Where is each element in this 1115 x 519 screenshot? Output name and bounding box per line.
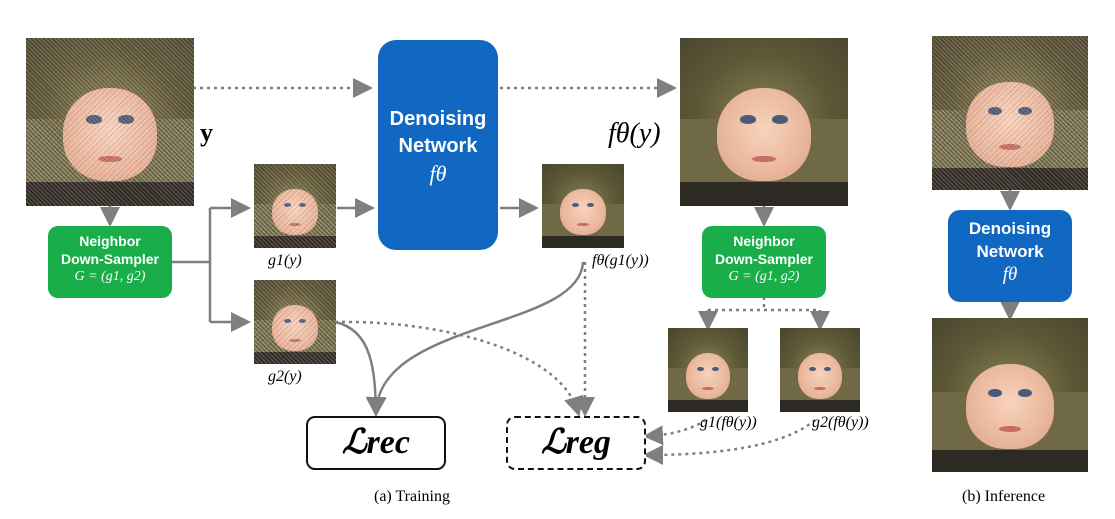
sub-image-g1-y bbox=[254, 164, 336, 248]
sub-image-g2-f-y bbox=[780, 328, 860, 412]
inference-network-box: Denoising Network fθ bbox=[948, 210, 1072, 302]
arrow-fg1-to-rec bbox=[366, 261, 585, 417]
sub-image-g2-y bbox=[254, 280, 336, 364]
caption-training: (a) Training bbox=[374, 488, 450, 505]
noisy-input-image bbox=[26, 38, 194, 206]
inference-network-line1: Denoising bbox=[968, 219, 1052, 238]
inference-network-line2: Network bbox=[976, 242, 1044, 261]
inference-output-image bbox=[932, 318, 1088, 472]
arrow-g2-to-rec bbox=[334, 320, 386, 417]
label-f-y: fθ(y) bbox=[608, 118, 661, 149]
label-g1-y: g1(y) bbox=[268, 252, 302, 269]
inference-network-symbol: fθ bbox=[1002, 264, 1018, 285]
denoising-network-box: Denoising Network fθ bbox=[378, 40, 498, 250]
network-symbol: fθ bbox=[429, 161, 447, 186]
label-g2-f-y: g2(fθ(y)) bbox=[812, 414, 869, 431]
sampler-title-line1: Neighbor bbox=[79, 233, 141, 249]
neighbor-down-sampler-box: Neighbor Down-Sampler G = (g1, g2) bbox=[48, 226, 172, 298]
sub-image-g1-f-y bbox=[668, 328, 748, 412]
network-title-line2: Network bbox=[398, 135, 478, 157]
sampler2-title-line1: Neighbor bbox=[733, 233, 795, 249]
loss-rec-box: ℒrec bbox=[306, 416, 446, 470]
network-title-line1: Denoising bbox=[389, 108, 487, 130]
loss-reg-box: ℒreg bbox=[506, 416, 646, 470]
label-f-g1-y: fθ(g1(y)) bbox=[592, 252, 649, 269]
sampler2-formula: G = (g1, g2) bbox=[728, 269, 800, 284]
neighbor-down-sampler-box-2: Neighbor Down-Sampler G = (g1, g2) bbox=[702, 226, 826, 298]
denoised-output-image bbox=[680, 38, 848, 206]
arrow-g2-to-reg bbox=[334, 320, 584, 417]
label-y: y bbox=[200, 118, 213, 147]
label-g1-f-y: g1(fθ(y)) bbox=[700, 414, 757, 431]
caption-inference: (b) Inference bbox=[962, 488, 1046, 505]
inference-input-image bbox=[932, 36, 1088, 190]
label-g2-y: g2(y) bbox=[268, 368, 302, 385]
loss-rec-label: ℒrec bbox=[342, 424, 410, 461]
sampler-formula: G = (g1, g2) bbox=[74, 269, 146, 284]
arrow-g1f-to-reg bbox=[643, 418, 707, 446]
sub-image-f-g1-y bbox=[542, 164, 624, 248]
loss-reg-label: ℒreg bbox=[541, 424, 611, 461]
sampler2-title-line2: Down-Sampler bbox=[714, 251, 813, 267]
sampler-title-line2: Down-Sampler bbox=[60, 251, 159, 267]
